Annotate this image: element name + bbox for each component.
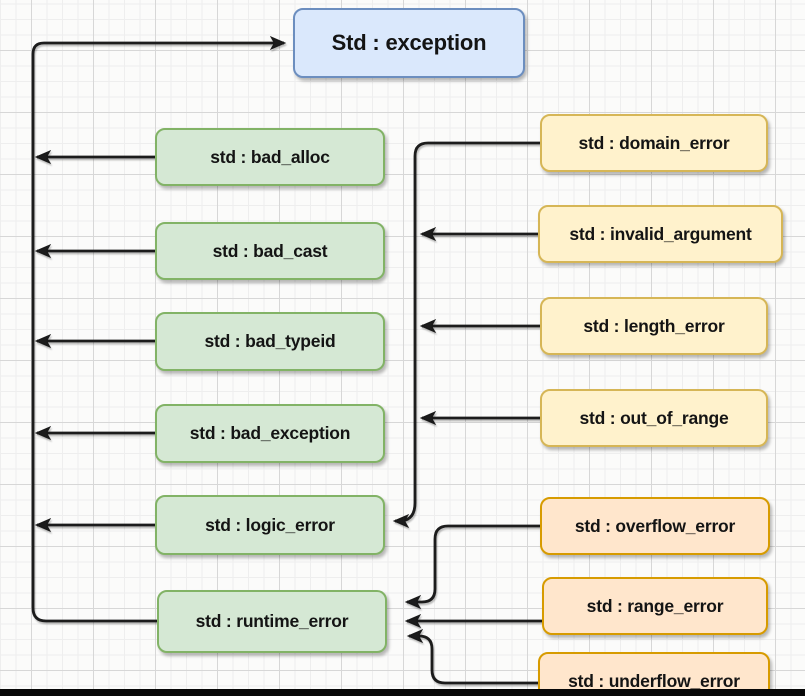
letterbox-bar — [0, 689, 805, 696]
node-domain-error: std : domain_error — [540, 114, 768, 172]
edge-runtime-error-to-exception — [31, 43, 284, 623]
node-underflow-error: std : underflow_error — [538, 652, 770, 696]
node-length-error: std : length_error — [540, 297, 768, 355]
node-bad-alloc: std : bad_alloc — [155, 128, 385, 186]
node-runtime-error: std : runtime_error — [157, 590, 387, 653]
node-range-error: std : range_error — [542, 577, 768, 635]
node-std-exception: Std : exception — [293, 8, 525, 78]
node-bad-typeid: std : bad_typeid — [155, 312, 385, 371]
node-out-of-range: std : out_of_range — [540, 389, 768, 447]
node-bad-cast: std : bad_cast — [155, 222, 385, 280]
edge-overflow-error — [407, 524, 540, 602]
node-logic-error: std : logic_error — [155, 495, 385, 555]
node-overflow-error: std : overflow_error — [540, 497, 770, 555]
edge-underflow-error — [409, 636, 538, 685]
edge-domain-error-to-logic — [395, 141, 540, 521]
node-bad-exception: std : bad_exception — [155, 404, 385, 463]
node-invalid-argument: std : invalid_argument — [538, 205, 783, 263]
